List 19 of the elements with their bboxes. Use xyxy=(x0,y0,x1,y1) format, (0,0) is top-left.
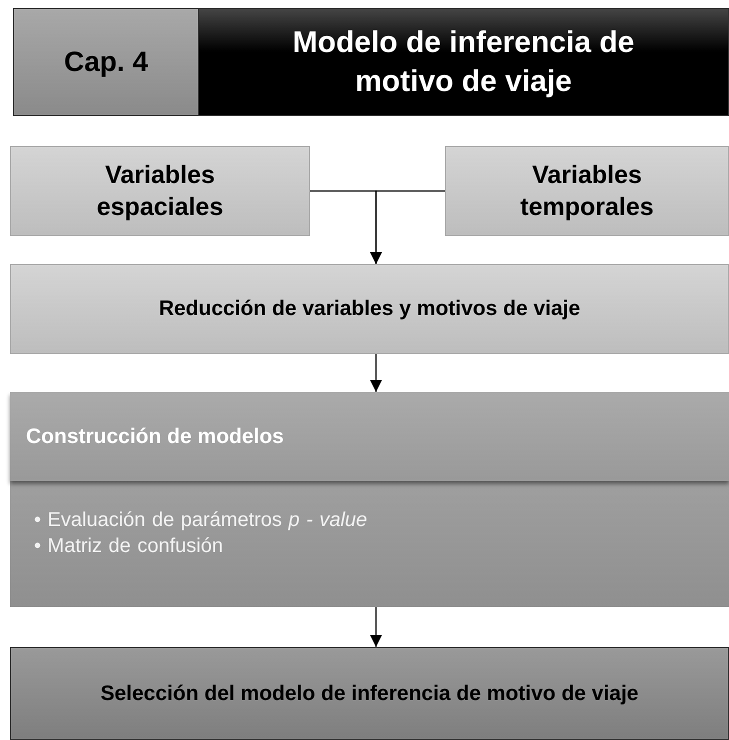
bullet-item: • Evaluación de parámetros p - value xyxy=(34,508,368,533)
box-text: Variables temporales xyxy=(519,160,655,223)
box-text: Variables espaciales xyxy=(96,160,224,223)
card-heading: Construcción de modelos xyxy=(10,392,729,481)
box-text: Reducción de variables y motivos de viaje xyxy=(158,296,582,322)
arrow xyxy=(370,607,382,647)
process-box xyxy=(10,264,729,354)
box-text: Selección del modelo de inferencia de motivo de viaje xyxy=(99,680,640,707)
process-box xyxy=(445,146,729,236)
process-box xyxy=(10,146,310,236)
chapter-box xyxy=(13,8,199,116)
box-text: Modelo de inferencia de motivo de viaje xyxy=(292,25,636,100)
arrow xyxy=(370,190,445,264)
bullet-item: • Matriz de confusión xyxy=(34,534,224,560)
process-card xyxy=(10,392,729,607)
box-text: Cap. 4 xyxy=(62,44,150,79)
process-box xyxy=(10,647,729,740)
arrow xyxy=(370,354,382,392)
title-bar xyxy=(198,8,729,116)
